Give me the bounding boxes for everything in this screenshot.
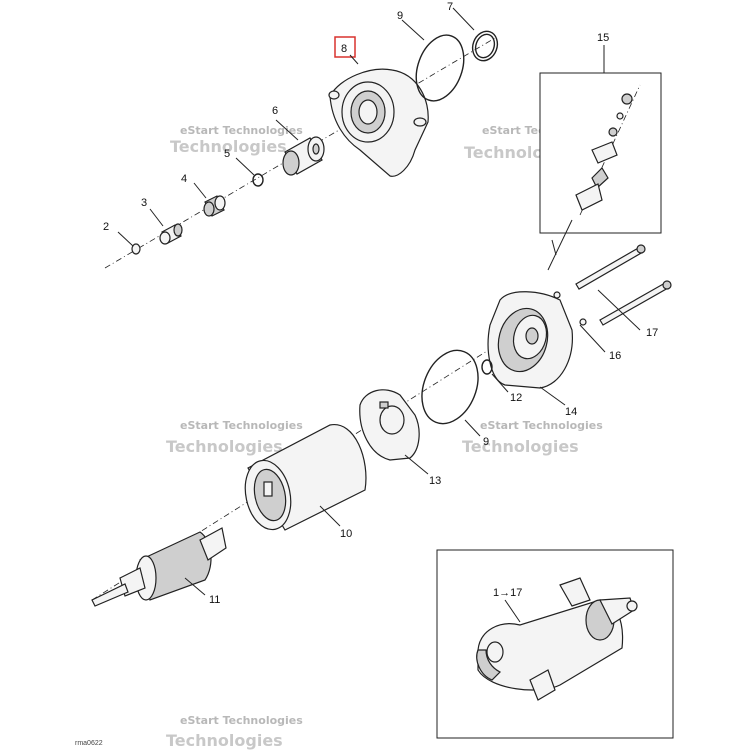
callout-16: 16 (609, 350, 621, 362)
assembly-label: 1→17 (493, 587, 522, 599)
callout-3: 3 (141, 197, 147, 209)
watermark-8: Technologies (462, 437, 579, 456)
part-9-oring-lower: 9 (421, 349, 489, 448)
part-13-brushplate: 13 (359, 389, 441, 487)
part-17-bolts: 17 (575, 244, 672, 339)
callout-9: 9 (397, 10, 403, 22)
callout-2: 2 (103, 221, 109, 233)
callout-8: 8 (341, 43, 347, 55)
part-7-seal: 7 (447, 1, 499, 62)
part-2-washer: 2 (103, 221, 141, 255)
part-11-armature: 11 (91, 527, 227, 607)
callout-4: 4 (181, 173, 187, 185)
callout-9-lower: 9 (483, 436, 489, 448)
callout-17: 17 (646, 327, 658, 339)
watermark-1: eStart Technologies (180, 124, 303, 137)
watermark-10: Technologies (166, 731, 283, 750)
part-16-washers: 16 (553, 291, 621, 362)
callout-7: 7 (447, 1, 453, 13)
watermark-7: eStart Technologies (480, 419, 603, 432)
callout-6: 6 (272, 105, 278, 117)
part-9-oring-upper: 9 (397, 10, 465, 102)
callout-5: 5 (224, 148, 230, 160)
assembled-starter-inset: 1→17 (436, 549, 674, 739)
callout-10: 10 (340, 528, 352, 540)
part-15-detail: 15 (539, 32, 662, 271)
figure-code: rma0622 (75, 740, 103, 747)
watermark-6: Technologies (166, 437, 283, 456)
callout-8-highlight-box (334, 36, 356, 58)
watermark-5: eStart Technologies (180, 419, 303, 432)
part-3-bushing: 3 (141, 197, 183, 245)
callout-14: 14 (565, 406, 577, 418)
watermark-9: eStart Technologies (180, 714, 303, 727)
callout-13: 13 (429, 475, 441, 487)
part-14-endcap: 14 (487, 291, 577, 418)
part-6-drive: 6 (272, 105, 325, 176)
part-5-circlip: 5 (224, 148, 264, 187)
callout-15: 15 (597, 32, 609, 44)
callout-12: 12 (510, 392, 522, 404)
part-10-housing: 10 (244, 424, 367, 540)
callout-11: 11 (209, 594, 220, 606)
watermark-2: Technologies (170, 137, 287, 156)
part-8-housing: 8 (328, 36, 429, 177)
part-12-oring: 12 (481, 359, 522, 404)
part-4-gear: 4 (181, 173, 226, 217)
